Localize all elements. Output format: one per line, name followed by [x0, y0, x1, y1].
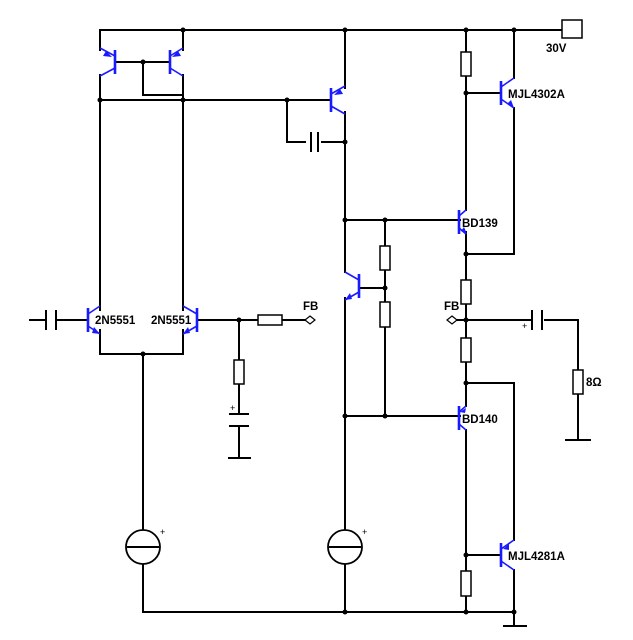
resistor-feedback-shunt [233, 359, 245, 385]
load-label: 8Ω [586, 377, 602, 389]
output-transistor-pnp [499, 539, 515, 571]
supply-terminal [561, 19, 583, 39]
resistor-feedback [257, 314, 283, 326]
feedback-capacitor: + [229, 403, 249, 427]
resistor-vbe-lower [379, 301, 391, 328]
miller-capacitor [310, 132, 319, 152]
mirror-transistor-left [99, 47, 117, 77]
svg-text:+: + [522, 321, 527, 331]
input-transistor-right-label: 2N5551 [151, 315, 192, 327]
driver-pnp-label: BD140 [462, 414, 498, 426]
feedback-terminal-input [304, 315, 316, 325]
current-source-left: + [125, 527, 165, 565]
wiring [29, 29, 591, 627]
driver-transistor-npn [457, 209, 467, 235]
output-pnp-label: MJL4281A [508, 551, 565, 563]
feedback-input-label: FB [303, 301, 318, 313]
load-resistor [572, 369, 584, 395]
mirror-transistor-right [168, 47, 184, 77]
svg-text:+: + [230, 403, 235, 413]
output-npn-label: MJL4302A [508, 89, 565, 101]
input-transistor-right [182, 305, 199, 335]
supply-label: 30V [546, 43, 567, 55]
current-source-right: + [327, 527, 367, 565]
vas-transistor [329, 85, 346, 115]
input-transistor-left-label: 2N5551 [95, 315, 136, 327]
capacitors: + + [45, 132, 543, 427]
ground-symbols [228, 439, 591, 627]
feedback-output-label: FB [444, 301, 459, 313]
output-transistor-npn [499, 77, 515, 109]
svg-text:+: + [160, 527, 165, 537]
resistors [233, 51, 584, 597]
resistor-top-right [460, 51, 472, 77]
input-capacitor [45, 310, 57, 330]
driver-transistor-pnp [457, 405, 467, 431]
output-capacitor: + [522, 310, 543, 331]
resistor-emitter-upper [460, 279, 472, 305]
resistor-vbe-upper [379, 245, 391, 271]
junctions [97, 27, 517, 615]
input-transistor-left [86, 305, 101, 335]
feedback-terminal-output [446, 315, 458, 325]
resistor-bottom-right [460, 570, 472, 597]
driver-npn-label: BD139 [462, 218, 498, 230]
resistor-emitter-lower [460, 337, 472, 363]
svg-text:+: + [362, 527, 367, 537]
vbe-multiplier-transistor [344, 271, 361, 301]
